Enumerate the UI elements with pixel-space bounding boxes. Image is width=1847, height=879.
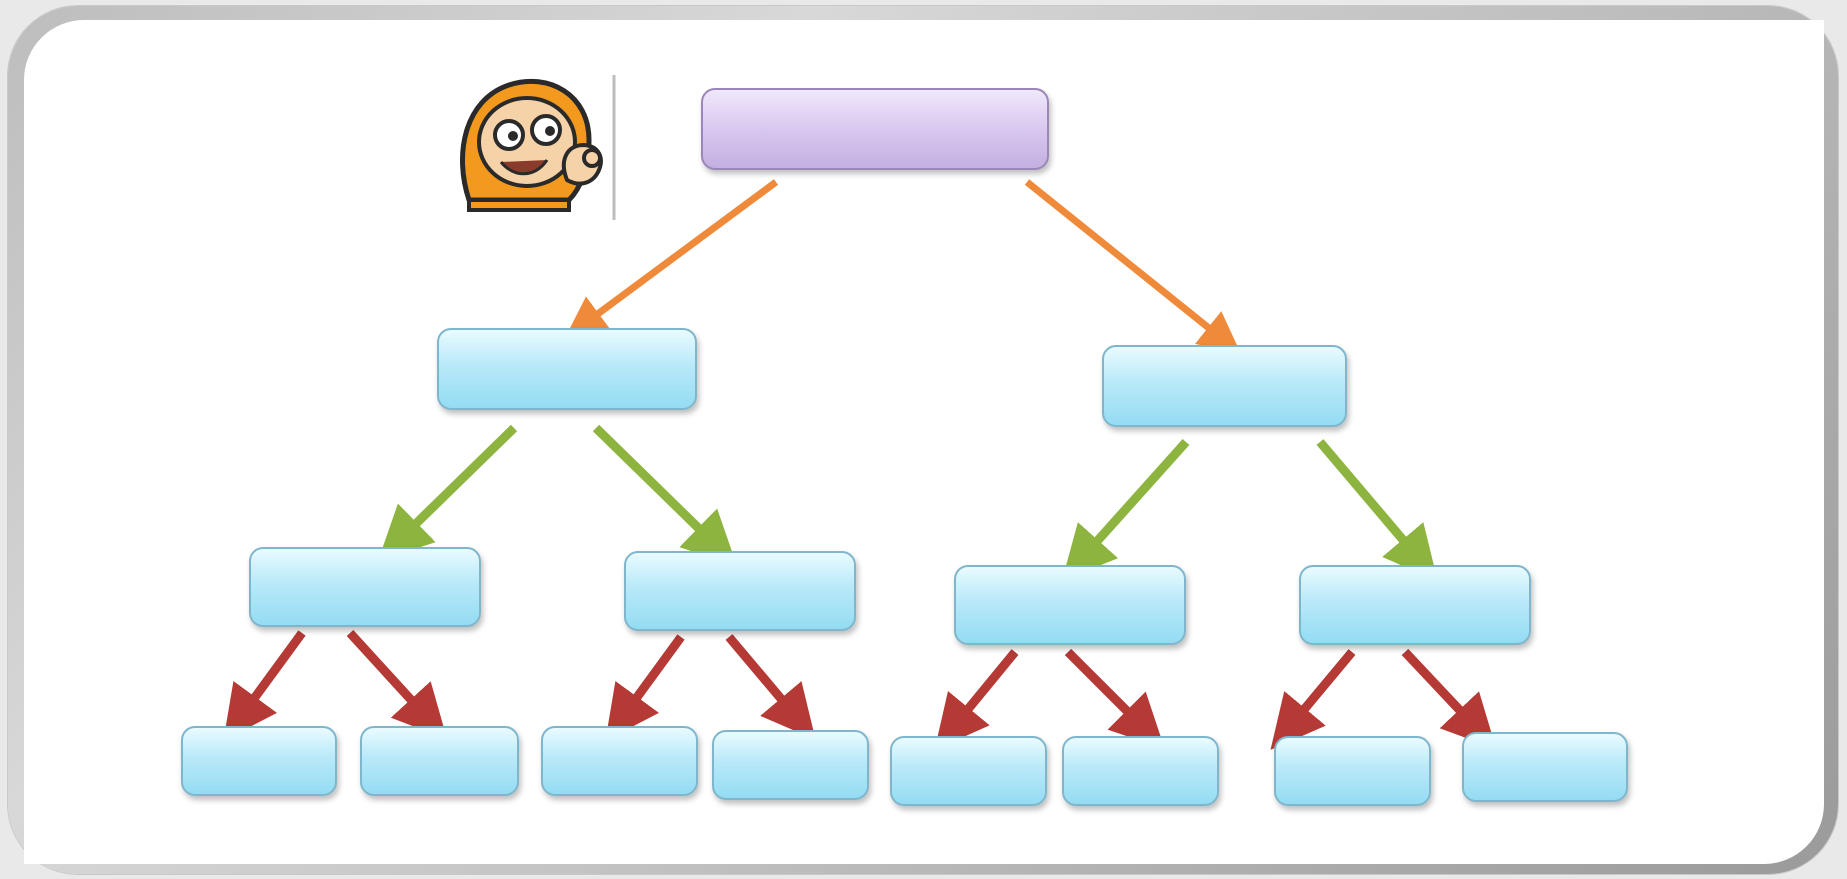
tree-root-node <box>701 88 1049 170</box>
tree-node-level2-right <box>1102 345 1347 427</box>
diagram-canvas <box>24 20 1824 864</box>
tree-node-level3-4 <box>1299 565 1531 645</box>
edge-root-to-left <box>564 179 779 339</box>
edge-l2a-to-l3b <box>592 424 737 566</box>
tree-node-level3-1 <box>249 547 481 627</box>
edge-l3a-to-l4a <box>223 630 306 741</box>
edge-l3d-to-l4h <box>1401 648 1497 750</box>
tree-node-level4-2 <box>360 726 519 796</box>
tree-node-level3-3 <box>954 565 1186 645</box>
edge-l3a-to-l4b <box>346 629 448 740</box>
edge-l2b-to-l3c <box>1061 438 1190 581</box>
tree-node-level3-2 <box>624 551 856 631</box>
tree-node-level4-4 <box>712 730 869 800</box>
edge-l2a-to-l3a <box>378 424 518 561</box>
edge-l3d-to-l4g <box>1270 649 1356 750</box>
tree-node-level4-7 <box>1274 736 1431 806</box>
tree-node-level4-6 <box>1062 736 1219 806</box>
tree-node-level2-left <box>437 328 697 410</box>
edge-l3c-to-l4f <box>1064 648 1165 749</box>
tree-node-level4-5 <box>890 736 1047 806</box>
edge-l3b-to-l4c <box>605 634 685 741</box>
tree-edges <box>223 179 1497 750</box>
edge-root-to-right <box>1024 179 1241 354</box>
tree-node-level4-8 <box>1462 732 1628 802</box>
edge-l3b-to-l4d <box>725 634 816 740</box>
edge-l3c-to-l4e <box>934 649 1019 750</box>
tree-node-level4-1 <box>181 726 337 796</box>
thinking-character-icon <box>460 75 616 220</box>
tree-node-level4-3 <box>541 726 698 796</box>
edge-l2b-to-l3d <box>1316 439 1438 581</box>
